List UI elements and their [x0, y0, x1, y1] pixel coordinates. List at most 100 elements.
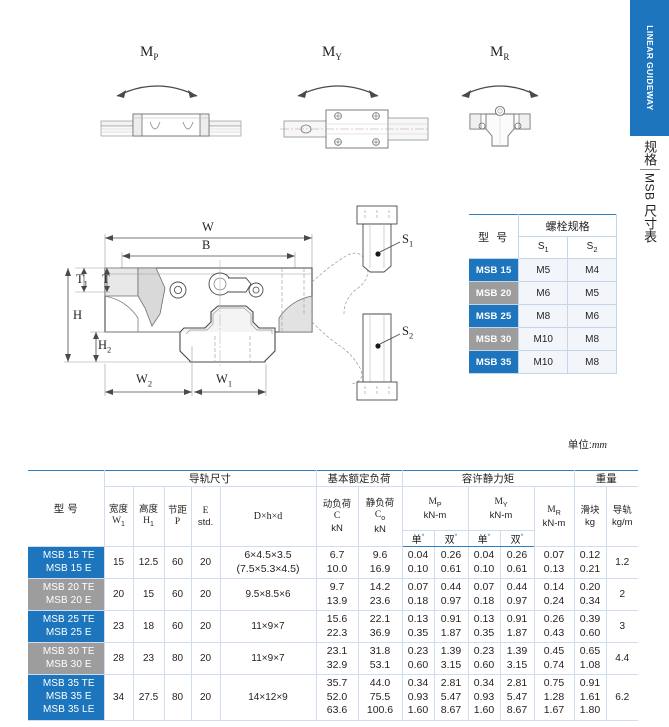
unit-note-prefix: 单位:	[567, 439, 592, 451]
spec-model-header: 型 号	[28, 470, 105, 547]
col-height: 高度 H1	[132, 486, 165, 547]
col-mp-double: 双*	[433, 530, 469, 547]
bolt-col-s2: S2	[567, 236, 617, 259]
sidebar-spec-label: 规格	[642, 140, 658, 166]
dim-label-W1: W1	[216, 372, 233, 389]
bolt-row-s1: M10	[518, 350, 569, 374]
bolt-row-s2: M5	[567, 281, 617, 305]
cell-P: 80	[163, 674, 192, 721]
unit-note: 单位:mm	[568, 437, 607, 452]
bolt-row-s1: M5	[518, 258, 569, 282]
cell-P: 80	[163, 642, 192, 675]
col-pitch: 节距 P	[163, 486, 192, 547]
cell-W1: 23	[103, 610, 134, 643]
sidebar-section-labels: 规格 MSB 尺寸表	[630, 140, 669, 243]
col-static-load: 静负荷 Co kN	[357, 486, 403, 547]
cell-rail-weight: 2	[605, 578, 638, 611]
dim-label-W: W	[202, 220, 214, 234]
col-e-std: E std.	[190, 486, 221, 547]
col-my: MY kN-m	[467, 486, 535, 531]
bolt-row-model: MSB 30	[469, 327, 520, 351]
table-row: MSB 25 M8 M6	[469, 304, 617, 328]
cell-DhD: 14×12×9	[219, 674, 317, 721]
bolt-col-s1: S1	[518, 236, 569, 259]
cell-DhD: 11×9×7	[219, 642, 317, 675]
cell-H1: 12.5	[132, 546, 165, 579]
col-mp-single: 单*	[401, 530, 435, 547]
cell-rail-weight: 4.4	[605, 642, 638, 675]
bolt-row-model: MSB 20	[469, 281, 520, 305]
carriage-dimension-drawing: W B T1 T H H2 W2 W1 S1 S2	[60, 196, 460, 411]
col-mp: MP kN-m	[401, 486, 469, 531]
cell-H1: 27.5	[132, 674, 165, 721]
roll-moment-label: MR	[490, 44, 510, 62]
cell-W1: 28	[103, 642, 134, 675]
cell-DhD: 11×9×7	[219, 610, 317, 643]
table-row: MSB 20 M6 M5	[469, 281, 617, 305]
cell-W1: 34	[103, 674, 134, 721]
col-dynamic-load: 动负荷 C kN	[315, 486, 359, 547]
sidebar-brand-tab: LINEAR GUIDEWAY	[630, 0, 669, 136]
sidebar-tab-label: LINEAR GUIDEWAY	[644, 25, 655, 111]
cell-P: 60	[163, 546, 192, 579]
bolt-row-s2: M6	[567, 304, 617, 328]
sidebar-series-label: MSB	[642, 173, 657, 201]
dim-label-B: B	[202, 238, 211, 252]
group-weight: 重量	[573, 470, 638, 487]
cell-P: 60	[163, 610, 192, 643]
cell-DhD: 6×4.5×3.5(7.5×5.3×4.5)	[219, 546, 317, 579]
bolt-row-model: MSB 35	[469, 350, 520, 374]
col-width: 宽度 W1	[103, 486, 134, 547]
sidebar-divider	[639, 169, 660, 170]
cell-DhD: 9.5×8.5×6	[219, 578, 317, 611]
cell-E: 20	[190, 610, 221, 643]
cell-E: 20	[190, 674, 221, 721]
cell-E: 20	[190, 578, 221, 611]
cell-rail-weight: 3	[605, 610, 638, 643]
group-static-moment: 容许静力矩	[401, 470, 575, 487]
dim-label-W2: W2	[136, 372, 153, 389]
yaw-moment-label: MY	[322, 44, 342, 62]
specification-table: 型 号 导轨尺寸 基本额定负荷 容许静力矩 重量 宽度 W1 高度 H1	[28, 470, 638, 721]
col-my-single: 单*	[467, 530, 501, 547]
drawing-svg	[64, 205, 401, 401]
col-block-weight: 滑块 kg	[573, 486, 607, 547]
pitch-moment-drawing	[100, 85, 242, 137]
specification-table-wrap: 型 号 导轨尺寸 基本额定负荷 容许静力矩 重量 宽度 W1 高度 H1	[28, 470, 638, 721]
